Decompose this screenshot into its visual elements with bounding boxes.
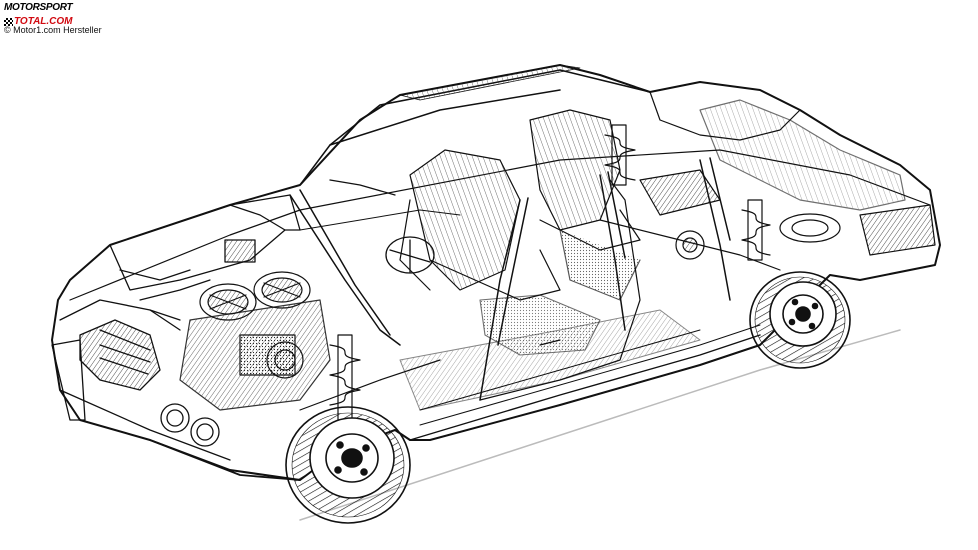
logo-line-1: MOTORSPORT [4, 2, 73, 13]
rear-seat [529, 109, 641, 301]
front-wheel [285, 406, 411, 524]
image-credit: © Motor1.com Hersteller [4, 25, 102, 35]
checkered-flag-icon [4, 17, 13, 26]
steering-wheel [299, 179, 461, 274]
rear-wheel [749, 271, 851, 369]
logo-line-2: TOTAL.COM [14, 15, 73, 27]
front-seat [399, 149, 561, 301]
rear-door [479, 179, 641, 401]
floor-pan [399, 309, 701, 411]
hood-and-front [51, 194, 301, 481]
trunk [649, 81, 936, 256]
site-logo: MOTORSPORT TOTAL.COM [4, 3, 74, 30]
engine [119, 269, 331, 411]
rear-suspension [599, 124, 781, 271]
